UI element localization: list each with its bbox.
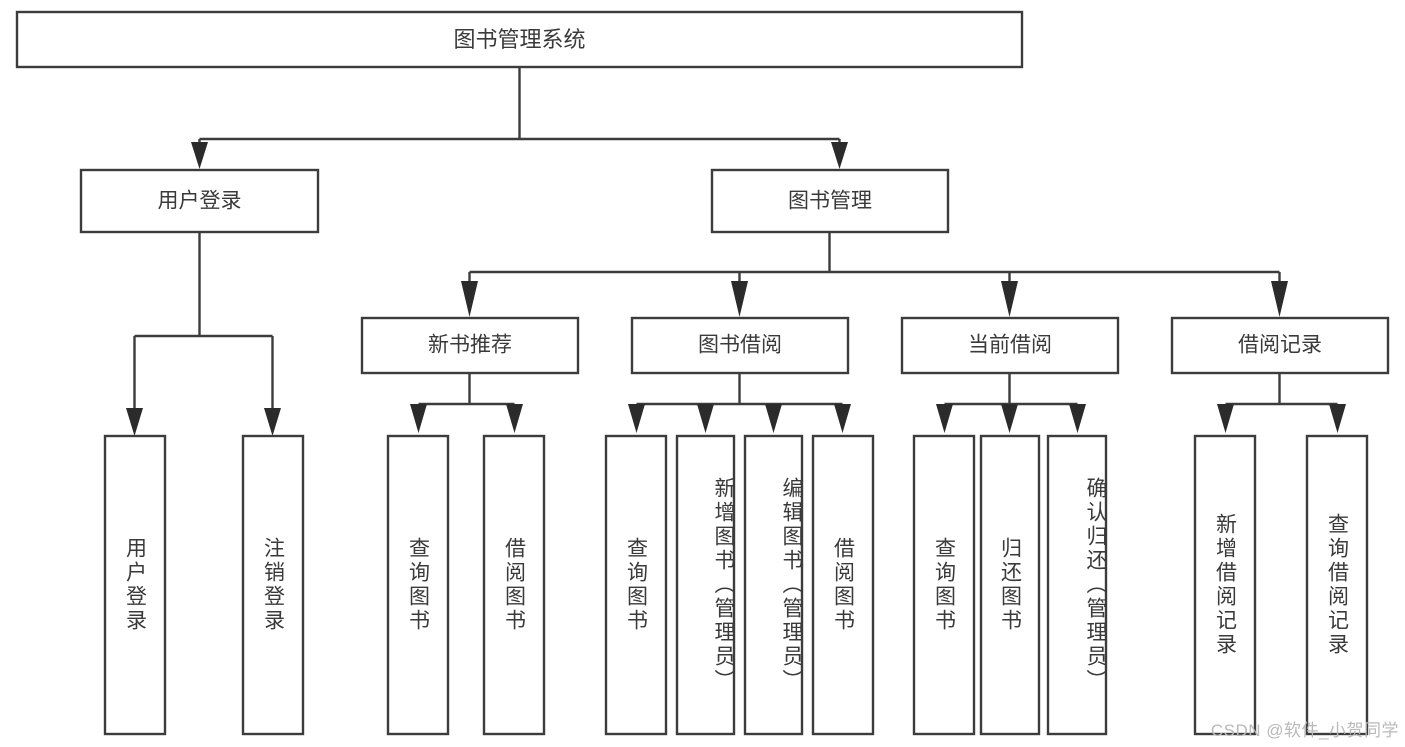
node-box-leaf-user-login[interactable] xyxy=(103,434,167,736)
node-box-current-borrow[interactable] xyxy=(900,316,1120,375)
arrow-head-borrow-to-leaf4 xyxy=(834,404,851,433)
csdn-watermark: CSDN @软件_小贺同学 xyxy=(1210,721,1399,740)
arrow-head-rec-to-leaf2 xyxy=(506,404,523,433)
arrow-head-current-to-leaf1 xyxy=(936,404,953,433)
node-box-user-login[interactable] xyxy=(79,168,320,234)
arrow-head-current-to-leaf3 xyxy=(1069,404,1086,433)
arrow-head-bm-to-borrow xyxy=(731,281,748,317)
node-box-book-manage[interactable] xyxy=(710,168,950,234)
leaf-box-layer xyxy=(103,434,1369,736)
node-current-borrow[interactable]: 当前借阅 xyxy=(900,316,1120,375)
node-box-leaf-cur-query-book[interactable] xyxy=(912,434,976,736)
arrow-head-rec-to-leaf1 xyxy=(410,404,427,433)
node-box-new-book-rec[interactable] xyxy=(360,316,580,375)
connector-layer xyxy=(126,67,1346,436)
node-book-borrow[interactable]: 图书借阅 xyxy=(630,316,850,375)
node-label-borrow-record: 借阅记录 xyxy=(1238,334,1322,357)
arrow-head-root-to-user-login xyxy=(191,142,208,169)
arrow-head-borrow-to-leaf1 xyxy=(628,404,645,433)
arrow-head-borrow-to-leaf2 xyxy=(697,404,714,433)
node-box-borrow-record[interactable] xyxy=(1170,316,1390,375)
node-label-new-book-rec: 新书推荐 xyxy=(428,334,512,357)
node-borrow-record[interactable]: 借阅记录 xyxy=(1170,316,1390,375)
arrow-head-root-to-book-manage xyxy=(831,142,848,169)
arrow-head-ul-to-leaf2 xyxy=(264,408,281,436)
node-box-leaf-edit-book-admin[interactable] xyxy=(743,434,804,736)
arrow-head-record-to-leaf1 xyxy=(1217,404,1234,433)
node-box-leaf-return-book[interactable] xyxy=(979,434,1041,736)
node-label-user-login: 用户登录 xyxy=(158,190,242,213)
node-label-book-manage: 图书管理 xyxy=(788,190,872,213)
node-box-leaf-borrow-borrow-book[interactable] xyxy=(811,434,875,736)
node-box-leaf-rec-borrow-book[interactable] xyxy=(482,434,546,736)
arrow-head-ul-to-leaf1 xyxy=(126,408,143,436)
node-box-leaf-rec-query-book[interactable] xyxy=(386,434,450,736)
node-box-leaf-add-borrow-record[interactable] xyxy=(1193,434,1257,736)
node-box-leaf-logout[interactable] xyxy=(241,434,305,736)
node-new-book-rec[interactable]: 新书推荐 xyxy=(360,316,580,375)
node-label-current-borrow: 当前借阅 xyxy=(968,334,1052,357)
node-box-leaf-confirm-return-admin[interactable] xyxy=(1046,434,1108,736)
node-label-book-borrow: 图书借阅 xyxy=(698,334,782,357)
arrow-head-bm-to-record xyxy=(1271,281,1288,317)
node-box-root[interactable] xyxy=(15,10,1024,69)
arrow-head-bm-to-current xyxy=(1001,281,1018,317)
arrow-head-bm-to-rec xyxy=(461,281,478,317)
arrow-head-record-to-leaf2 xyxy=(1329,404,1346,433)
node-root-system[interactable]: 图书管理系统 xyxy=(15,10,1024,69)
node-box-book-borrow[interactable] xyxy=(630,316,850,375)
node-box-leaf-query-borrow-record[interactable] xyxy=(1305,434,1369,736)
node-box-leaf-add-book-admin[interactable] xyxy=(675,434,736,736)
arrow-head-current-to-leaf2 xyxy=(1001,404,1018,433)
node-box-leaf-borrow-query-book[interactable] xyxy=(604,434,668,736)
node-user-login[interactable]: 用户登录 xyxy=(79,168,320,234)
node-label-root: 图书管理系统 xyxy=(453,27,585,52)
arrow-head-borrow-to-leaf3 xyxy=(765,404,782,433)
node-book-manage[interactable]: 图书管理 xyxy=(710,168,950,234)
